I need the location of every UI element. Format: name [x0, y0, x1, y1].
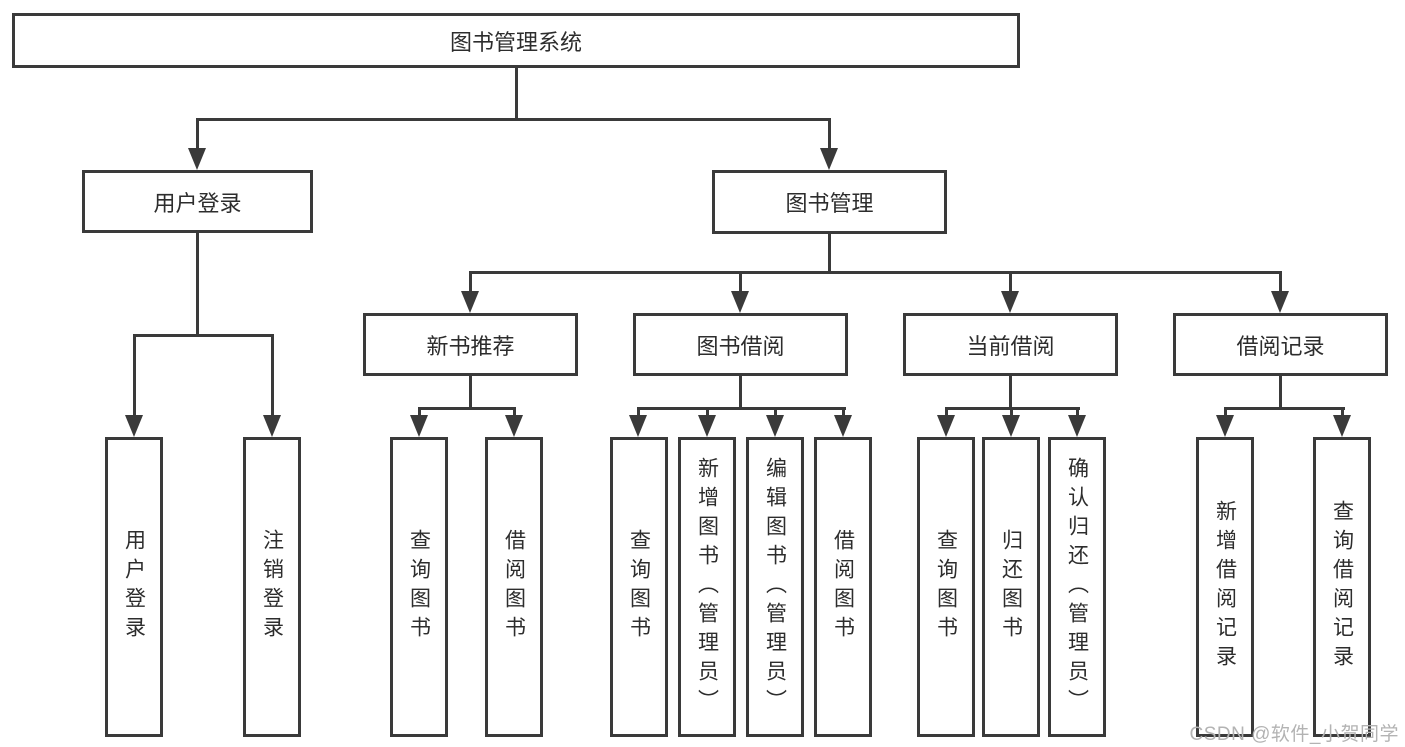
leaf-rec-borrow-books: 借阅图书: [485, 437, 543, 737]
leaf-cb-return-books: 归还图书: [982, 437, 1040, 737]
leaf-cb-query-books-label: 查询图书: [934, 529, 958, 645]
connector-drop-bb-borrow: [842, 407, 845, 418]
arrow-down-icon: [263, 415, 281, 437]
connector-drop-book-borrow: [739, 271, 742, 295]
connector-drop-bb-add: [706, 407, 709, 418]
connector-drop-cb-confirm: [1076, 407, 1079, 418]
connector-new-book-rec-stem: [469, 376, 472, 410]
arrow-down-icon: [505, 415, 523, 437]
connector-drop-borrow-records: [1279, 271, 1282, 295]
leaf-user-login-label: 用户登录: [122, 529, 146, 645]
arrow-down-icon: [1001, 291, 1019, 313]
node-borrow-records: 借阅记录: [1173, 313, 1388, 376]
leaf-logout-label: 注销登录: [260, 529, 284, 645]
arrow-down-icon: [731, 291, 749, 313]
arrow-down-icon: [1216, 415, 1234, 437]
leaf-bb-edit-books: 编辑图书（管理员）: [746, 437, 804, 737]
connector-book-mgmt-rail: [469, 271, 1282, 274]
leaf-br-query-record-label: 查询借阅记录: [1330, 500, 1354, 674]
node-book-mgmt: 图书管理: [712, 170, 947, 234]
leaf-bb-borrow-books-label: 借阅图书: [831, 529, 855, 645]
arrow-down-icon: [461, 291, 479, 313]
node-book-borrow: 图书借阅: [633, 313, 848, 376]
node-borrow-records-label: 借阅记录: [1236, 333, 1325, 359]
connector-drop-br-add: [1224, 407, 1227, 418]
arrow-down-icon: [1333, 415, 1351, 437]
arrow-down-icon: [766, 415, 784, 437]
arrow-down-icon: [410, 415, 428, 437]
node-current-borrow: 当前借阅: [903, 313, 1118, 376]
arrow-down-icon: [698, 415, 716, 437]
leaf-br-add-record-label: 新增借阅记录: [1213, 500, 1237, 674]
connector-drop-bb-query: [637, 407, 640, 418]
node-new-book-rec-label: 新书推荐: [426, 333, 515, 359]
leaf-cb-confirm-return: 确认归还（管理员）: [1048, 437, 1106, 737]
arrow-down-icon: [937, 415, 955, 437]
arrow-down-icon: [1002, 415, 1020, 437]
connector-drop-bb-edit: [774, 407, 777, 418]
connector-borrow-records-rail: [1224, 407, 1345, 410]
node-root-label: 图书管理系统: [449, 29, 582, 55]
connector-user-login-stem: [196, 233, 199, 337]
node-book-mgmt-label: 图书管理: [785, 191, 874, 216]
leaf-cb-return-books-label: 归还图书: [999, 529, 1023, 645]
connector-drop-cb-query: [945, 407, 948, 418]
connector-book-borrow-stem: [739, 376, 742, 410]
arrow-down-icon: [629, 415, 647, 437]
leaf-bb-query-books-label: 查询图书: [627, 529, 651, 645]
arrow-down-icon: [834, 415, 852, 437]
leaf-logout: 注销登录: [243, 437, 301, 737]
node-user-login: 用户登录: [82, 170, 313, 233]
connector-drop-book-mgmt: [828, 118, 831, 152]
connector-drop-user-login-leaf: [133, 334, 136, 418]
connector-drop-current-borrow: [1009, 271, 1012, 295]
leaf-cb-query-books: 查询图书: [917, 437, 975, 737]
leaf-bb-add-books-label: 新增图书（管理员）: [695, 456, 719, 718]
leaf-cb-confirm-return-label: 确认归还（管理员）: [1065, 456, 1089, 718]
node-root: 图书管理系统: [12, 13, 1020, 68]
connector-root-stem: [515, 68, 518, 120]
arrow-down-icon: [1271, 291, 1289, 313]
connector-book-mgmt-stem: [828, 234, 831, 274]
connector-root-rail: [196, 118, 831, 121]
leaf-rec-query-books-label: 查询图书: [407, 529, 431, 645]
connector-book-borrow-rail: [637, 407, 846, 410]
node-new-book-rec: 新书推荐: [363, 313, 578, 376]
leaf-bb-query-books: 查询图书: [610, 437, 668, 737]
leaf-br-add-record: 新增借阅记录: [1196, 437, 1254, 737]
leaf-bb-add-books: 新增图书（管理员）: [678, 437, 736, 737]
connector-drop-new-book-rec: [469, 271, 472, 295]
connector-drop-cb-return: [1010, 407, 1013, 418]
leaf-br-query-record: 查询借阅记录: [1313, 437, 1371, 737]
leaf-rec-query-books: 查询图书: [390, 437, 448, 737]
node-user-login-label: 用户登录: [153, 190, 242, 216]
connector-new-book-rec-rail: [418, 407, 516, 410]
leaf-bb-edit-books-label: 编辑图书（管理员）: [763, 456, 787, 718]
connector-drop-br-query: [1341, 407, 1344, 418]
connector-current-borrow-stem: [1009, 376, 1012, 410]
connector-borrow-records-stem: [1279, 376, 1282, 410]
node-book-borrow-label: 图书借阅: [696, 333, 785, 359]
connector-drop-user-login: [196, 118, 199, 152]
arrow-down-icon: [125, 415, 143, 437]
leaf-user-login: 用户登录: [105, 437, 163, 737]
arrow-down-icon: [1068, 415, 1086, 437]
csdn-watermark: CSDN @软件_小贺同学: [1189, 724, 1399, 745]
leaf-bb-borrow-books: 借阅图书: [814, 437, 872, 737]
arrow-down-icon: [188, 148, 206, 170]
arrow-down-icon: [820, 148, 838, 170]
leaf-rec-borrow-books-label: 借阅图书: [502, 529, 526, 645]
connector-drop-logout: [271, 334, 274, 418]
connector-user-login-rail: [133, 334, 274, 337]
connector-drop-rec-borrow: [513, 407, 516, 418]
node-current-borrow-label: 当前借阅: [966, 333, 1055, 359]
connector-drop-rec-query: [418, 407, 421, 418]
